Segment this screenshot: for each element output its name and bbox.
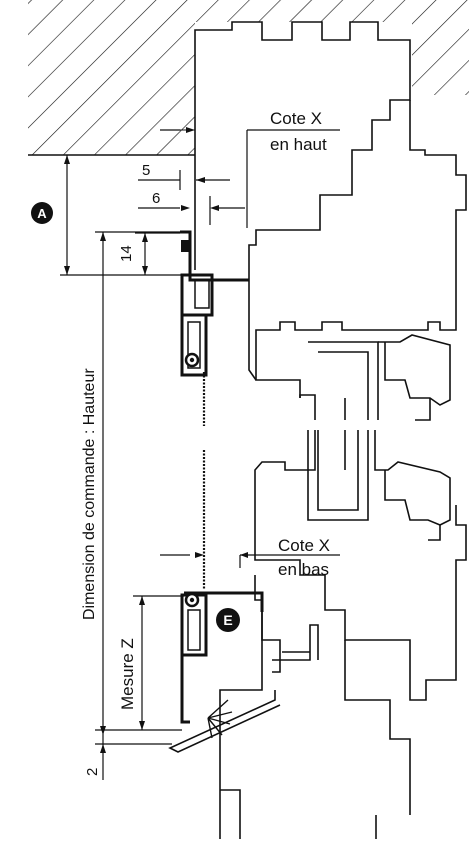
cote-x-top-line2: en haut bbox=[270, 135, 327, 154]
upper-sash bbox=[308, 334, 451, 421]
callout-a-label: A bbox=[37, 206, 47, 221]
lower-bracket bbox=[168, 591, 319, 753]
cote-x-top-line1: Cote X bbox=[270, 109, 322, 128]
vertical-height-label: Dimension de commande : Hauteur bbox=[81, 368, 98, 620]
dimension-lines bbox=[60, 127, 340, 780]
upper-frame-profile bbox=[194, 21, 467, 420]
callout-a: A bbox=[31, 202, 53, 224]
dim-6-label: 6 bbox=[152, 190, 160, 207]
dim-14-label: 14 bbox=[118, 245, 135, 262]
wall-hatching bbox=[28, 0, 469, 156]
cote-x-bottom-line1: Cote X bbox=[278, 536, 330, 555]
callout-e: E bbox=[216, 608, 240, 632]
dim-5-label: 5 bbox=[142, 162, 150, 179]
mesure-z-label: Mesure Z bbox=[118, 638, 137, 710]
callout-e-label: E bbox=[223, 612, 232, 628]
dim-2-label: 2 bbox=[84, 768, 101, 776]
upper-blind-housing bbox=[180, 230, 249, 377]
lower-frame-profile bbox=[219, 430, 467, 839]
cote-x-bottom-line2: en bas bbox=[278, 560, 329, 579]
